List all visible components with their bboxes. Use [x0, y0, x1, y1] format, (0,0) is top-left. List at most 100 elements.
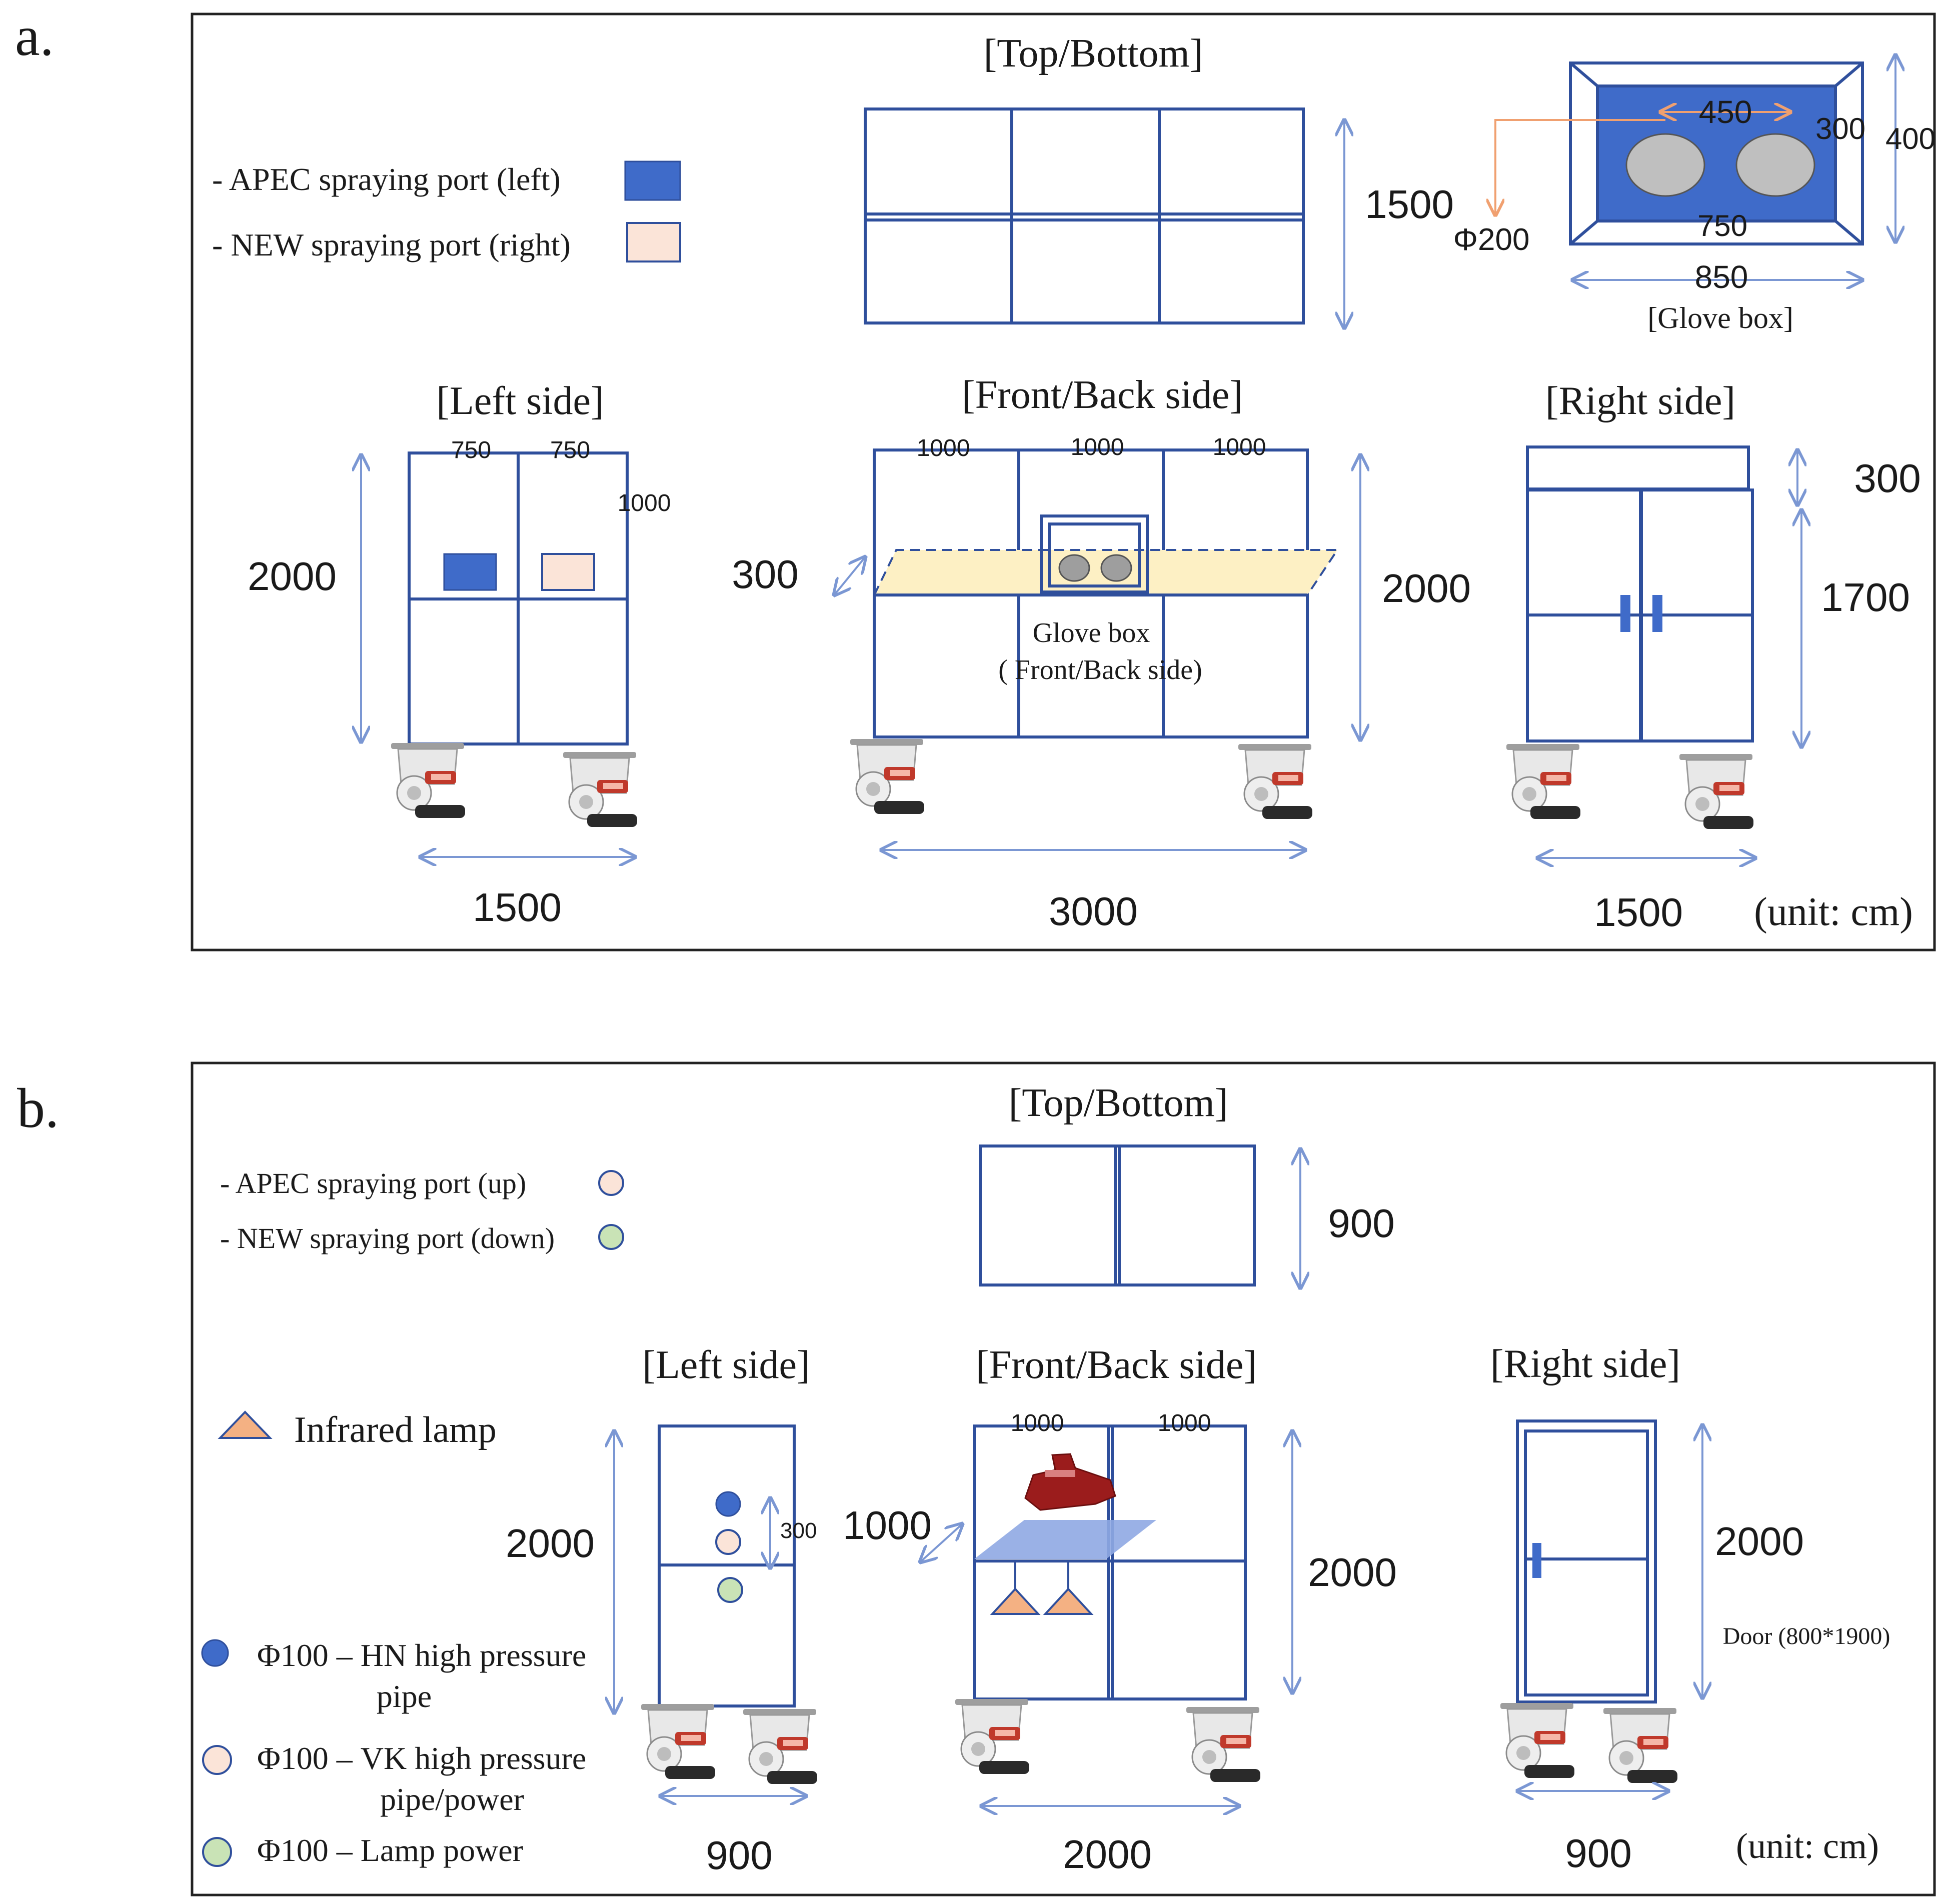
- pipe-hn-dot: [201, 1639, 229, 1667]
- b-left-width: 900: [706, 1833, 772, 1878]
- legend-apec-left: - APEC spraying port (left): [212, 162, 561, 197]
- caster: [1185, 1706, 1261, 1783]
- diameter-leader: [1495, 119, 1665, 215]
- caster: [1499, 1702, 1575, 1779]
- a-shelf-outline: [873, 549, 1339, 596]
- a-front-col3: 1000: [1213, 434, 1266, 460]
- a-glove-label-2: ( Front/Back side): [998, 654, 1202, 686]
- pipe-vk-dot: [202, 1745, 232, 1775]
- b-spray-device: [1024, 1453, 1116, 1511]
- glove-dim-400: 400: [1885, 122, 1935, 156]
- a-unit: (unit: cm): [1754, 890, 1913, 934]
- panel-a-frame: [191, 12, 1936, 952]
- pipe-vk-line1: Φ100 – VK high pressure: [257, 1740, 586, 1776]
- b-lamp-port: [717, 1577, 743, 1603]
- b-top-height: 900: [1328, 1201, 1394, 1246]
- a-left-width: 1500: [473, 885, 562, 930]
- a-door-handle-left: [1620, 595, 1630, 632]
- panel-b: b. - APEC spraying port (up) - NEW spray…: [17, 1062, 1936, 1896]
- glove-box-diagram: [1495, 62, 1864, 246]
- top-bottom-grid: [864, 108, 1305, 324]
- b-right-height: 2000: [1715, 1519, 1804, 1564]
- a-front-depth: 300: [732, 552, 798, 596]
- legend-new-swatch: [626, 222, 681, 262]
- pipe-lamp-dot: [202, 1837, 232, 1867]
- caster: [640, 1703, 716, 1780]
- a-right-side-frame: [1526, 446, 1754, 742]
- panel-a-label: a.: [15, 6, 54, 68]
- b-left-height: 2000: [506, 1521, 595, 1566]
- panel-b-frame: [191, 1062, 1936, 1896]
- b-front-width: 2000: [1063, 1832, 1152, 1876]
- a-front-col1: 1000: [917, 435, 970, 462]
- a-right-door-dim: 1700: [1821, 575, 1910, 620]
- caster: [742, 1708, 818, 1785]
- b-front-height: 2000: [1308, 1550, 1397, 1594]
- b-front-col1: 1000: [1011, 1410, 1064, 1436]
- legend-new-right: - NEW spraying port (right): [212, 227, 571, 262]
- a-apec-port: [443, 553, 497, 591]
- b-front-depth: 1000: [843, 1503, 932, 1548]
- b-left-side-frame: [658, 1424, 796, 1708]
- pipe-hn-line1: Φ100 – HN high pressure: [257, 1638, 586, 1673]
- a-door-handle-right: [1652, 595, 1662, 632]
- caster: [1678, 753, 1754, 830]
- a-right-top-dim: 300: [1854, 456, 1920, 500]
- b-hn-port: [715, 1491, 741, 1517]
- b-front-depth-arrow: [920, 1524, 962, 1562]
- a-front-back-title: [Front/Back side]: [962, 373, 1243, 417]
- pipe-vk-line2: pipe/power: [380, 1782, 524, 1817]
- a-left-side-frame: [408, 452, 629, 746]
- b-top-bottom-grid: [979, 1144, 1256, 1286]
- a-front-depth-arrow: [834, 557, 865, 595]
- caster: [1505, 743, 1581, 820]
- b-infrared-lamp-left: [990, 1588, 1041, 1615]
- a-left-row: 1000: [618, 490, 671, 516]
- caster: [390, 742, 466, 819]
- panel-a: a. - APEC spraying port (left) - NEW spr…: [15, 6, 1936, 952]
- b-left-side-title: [Left side]: [642, 1343, 810, 1387]
- a-right-width: 1500: [1594, 890, 1683, 934]
- top-height-dim: 1500: [1365, 182, 1454, 226]
- b-right-width: 900: [1565, 1831, 1631, 1876]
- b-door-handle: [1532, 1543, 1541, 1578]
- b-front-back-title: [Front/Back side]: [976, 1343, 1257, 1387]
- b-unit: (unit: cm): [1736, 1826, 1879, 1866]
- glove-dim-diameter: Φ200: [1453, 222, 1530, 257]
- legend-apec-up-dot: [598, 1170, 624, 1196]
- caster: [1602, 1707, 1678, 1784]
- glove-dim-450: 450: [1699, 94, 1752, 130]
- b-top-bottom-title: [Top/Bottom]: [1009, 1081, 1228, 1125]
- a-right-side-title: [Right side]: [1545, 379, 1735, 423]
- pipe-lamp-line1: Φ100 – Lamp power: [257, 1832, 523, 1868]
- legend-new-down: - NEW spraying port (down): [220, 1222, 555, 1254]
- legend-apec-up: - APEC spraying port (up): [220, 1167, 526, 1200]
- caster: [849, 738, 925, 815]
- b-right-side-title: [Right side]: [1490, 1342, 1680, 1386]
- a-left-height: 2000: [248, 554, 337, 598]
- glove-hole-right: [1735, 133, 1815, 197]
- a-left-side-title: [Left side]: [436, 379, 604, 423]
- b-front-back-frame: [973, 1424, 1247, 1700]
- b-front-col2: 1000: [1158, 1410, 1211, 1436]
- b-door-label: Door (800*1900): [1723, 1623, 1890, 1650]
- a-glove-label-1: Glove box: [1033, 618, 1150, 648]
- pipe-hn-line2: pipe: [377, 1678, 432, 1714]
- caster: [1237, 743, 1313, 820]
- b-shelf: [974, 1520, 1156, 1559]
- b-left-spacing: 300: [780, 1518, 817, 1543]
- caster: [954, 1698, 1030, 1775]
- a-left-col1: 750: [451, 437, 491, 464]
- b-right-side-frame: [1516, 1420, 1657, 1704]
- b-infrared-lamp-right: [1043, 1588, 1094, 1615]
- a-front-col2: 1000: [1071, 434, 1124, 460]
- glove-dim-300: 300: [1815, 112, 1865, 146]
- b-vk-port: [715, 1529, 741, 1555]
- a-left-col2: 750: [550, 437, 590, 464]
- legend-new-down-dot: [598, 1224, 624, 1250]
- infrared-lamp-label: Infrared lamp: [294, 1410, 497, 1450]
- glove-dim-850: 850: [1695, 259, 1748, 295]
- glove-hole-left: [1625, 133, 1705, 197]
